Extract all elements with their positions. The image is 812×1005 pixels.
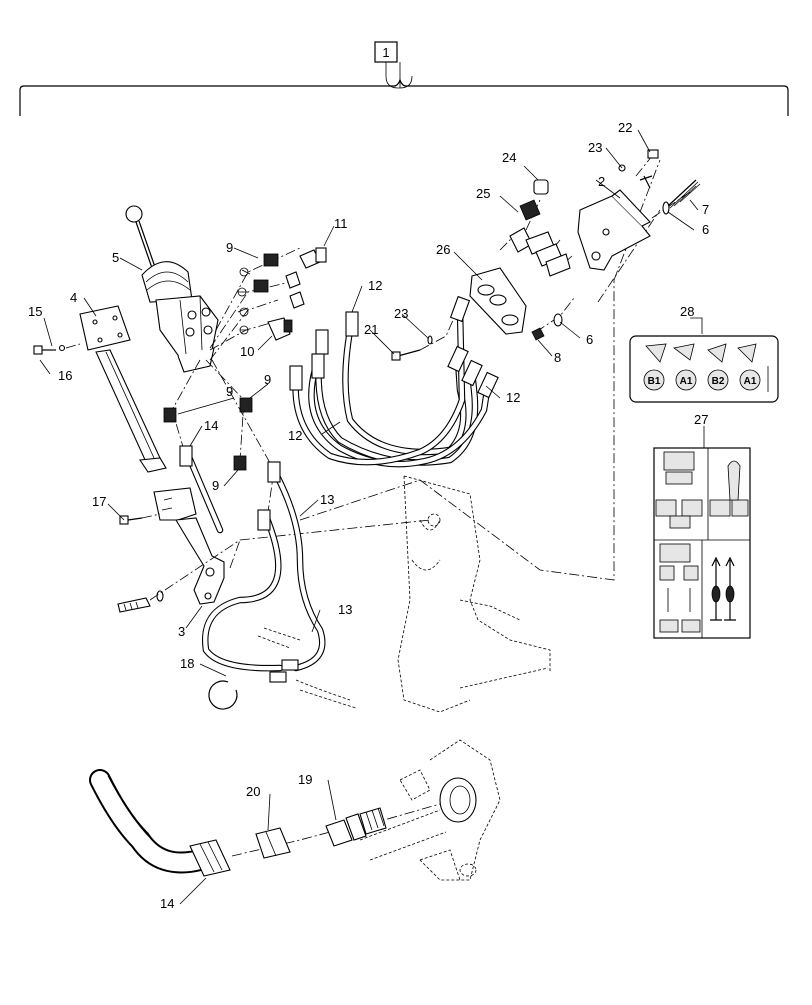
callout-13-bottom: 13 <box>338 602 352 617</box>
callout-11: 11 <box>334 216 348 231</box>
callout-17: 17 <box>92 494 106 509</box>
callout-22: 22 <box>618 120 632 135</box>
callout-27: 27 <box>694 412 708 427</box>
callout-15: 15 <box>28 304 42 319</box>
callout-18: 18 <box>180 656 194 671</box>
right-bracket <box>391 149 701 361</box>
mount-plate <box>79 305 167 473</box>
callout-10: 10 <box>240 344 254 359</box>
callout-3: 3 <box>178 624 185 639</box>
callout-12-left: 12 <box>288 428 302 443</box>
callout-20: 20 <box>246 784 260 799</box>
decal-button-a1-second: A1 <box>744 376 757 387</box>
clip-18 <box>208 680 238 710</box>
callout-5: 5 <box>112 250 119 265</box>
callout-26: 26 <box>436 242 450 257</box>
hoses-13-14 <box>179 445 357 709</box>
callout-9-bottom: 9 <box>212 478 219 493</box>
callout-25: 25 <box>476 186 490 201</box>
callout-labels: 2 3 4 5 6 6 7 8 9 9 9 9 10 11 12 12 12 1… <box>28 120 709 911</box>
callout-24: 24 <box>502 150 516 165</box>
fittings-upper <box>163 247 327 471</box>
leader-lines <box>39 129 705 905</box>
assembly-bracket: 1 <box>19 41 789 116</box>
callout-13-top: 13 <box>320 492 334 507</box>
lower-bracket <box>153 487 225 605</box>
callout-28: 28 <box>680 304 694 319</box>
fasteners-left <box>33 344 164 613</box>
callout-14-upper: 14 <box>204 418 218 433</box>
callout-8: 8 <box>554 350 561 365</box>
callout-4: 4 <box>70 290 77 305</box>
callout-9-left: 9 <box>226 384 233 399</box>
callout-9-top: 9 <box>226 240 233 255</box>
callout-16: 16 <box>58 368 72 383</box>
joystick-valve <box>125 205 219 373</box>
callout-6-lower: 6 <box>586 332 593 347</box>
callout-23-mid: 23 <box>394 306 408 321</box>
detail-bottom <box>89 769 387 877</box>
callout-21: 21 <box>364 322 378 337</box>
decal-button-b2: B2 <box>712 376 725 387</box>
assembly-label: 1 <box>382 45 389 60</box>
decal-button-a1: A1 <box>680 376 693 387</box>
callout-19: 19 <box>298 772 312 787</box>
decal-button-b1: B1 <box>648 376 661 387</box>
decal-27 <box>653 447 751 639</box>
callout-9-right: 9 <box>264 372 271 387</box>
callout-14-lower: 14 <box>160 896 174 911</box>
loader-frame <box>359 475 551 881</box>
callout-7: 7 <box>702 202 709 217</box>
decal-28-frame <box>629 335 779 403</box>
callout-2: 2 <box>598 174 605 189</box>
callout-12-right: 12 <box>506 390 520 405</box>
decal-28: B1 A1 B2 A1 <box>629 335 779 403</box>
callout-12-top: 12 <box>368 278 382 293</box>
callout-6-upper: 6 <box>702 222 709 237</box>
callout-23-top: 23 <box>588 140 602 155</box>
hose-bundle-12 <box>289 295 499 468</box>
